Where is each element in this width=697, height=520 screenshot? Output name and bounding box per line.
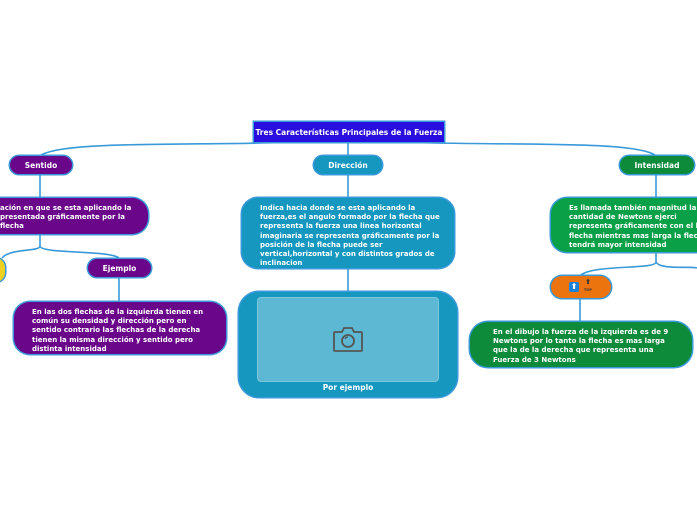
arrow-up-icon: ⬆ [569,282,579,292]
direccion-image-node[interactable]: Por ejemplo [239,292,457,397]
sentido-node[interactable]: Sentido [10,156,72,174]
ejemplo-label: Ejemplo [102,263,137,273]
image-caption: Por ejemplo [322,383,374,392]
link-desc-ejemplo [39,245,120,259]
sentido-description: ación en que se esta aplicando la presen… [0,204,132,231]
link-desc-split [1,234,41,259]
direccion-description: Indica hacia donde se esta aplicando la … [260,204,440,268]
image-placeholder [258,298,438,381]
intensidad-node[interactable]: Intensidad [620,156,694,174]
link-desc-right [655,261,697,269]
top-icon-text: TOP [584,288,592,292]
direccion-description-node[interactable]: Indica hacia donde se esta aplicando la … [242,198,454,268]
root-node[interactable]: Tres Características Principales de la F… [254,122,444,142]
intensidad-label: Intensidad [634,160,680,170]
intensidad-description-node[interactable]: Es llamada también magnitud la es la can… [551,198,697,252]
direccion-node[interactable]: Dirección [314,156,382,174]
sentido-example-text: En las dos flechas de la izquierda tiene… [32,308,204,353]
direccion-label: Dirección [328,160,368,170]
ejemplo-node[interactable]: Ejemplo [88,259,151,277]
intensidad-example-node[interactable]: En el dibujo la fuerza de la izquierda e… [470,322,692,367]
link-desc-icons [579,252,657,277]
link-root-sentido [39,141,301,157]
yellow-node[interactable] [0,258,5,282]
intensidad-description: Es llamada también magnitud la es la can… [569,204,697,249]
root-label: Tres Características Principales de la F… [255,127,443,137]
link-root-intensidad [399,141,657,157]
camera-icon [333,327,363,352]
sentido-description-node[interactable]: ación en que se esta aplicando la presen… [0,198,148,234]
intensidad-example-text: En el dibujo la fuerza de la izquierda e… [493,328,669,364]
intensidad-icons-node[interactable]: ⬆ ⬆TOP [551,276,611,298]
sentido-label: Sentido [24,160,58,170]
top-icon: ⬆TOP [584,278,592,293]
sentido-example-node[interactable]: En las dos flechas de la izquierda tiene… [14,302,226,354]
